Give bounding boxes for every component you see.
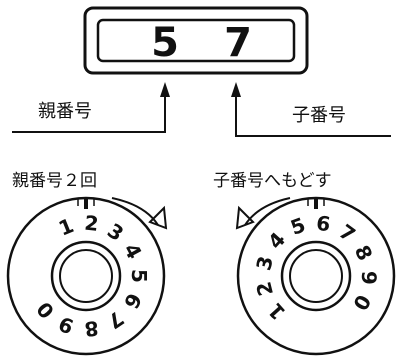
child-number-pointer [231,82,391,137]
dial-number-8: 8 [83,316,99,341]
up-arrow-icon [160,82,170,97]
dial-number-6: 6 [315,211,332,237]
display-digit-right: 7 [224,20,252,66]
dial-number-0: 0 [32,297,59,323]
curved-arrow-icon [235,197,291,230]
dial-number-4: 4 [119,239,147,263]
dial-number-2: 2 [251,279,278,298]
dial-number-5: 5 [287,213,308,240]
child-number-label: 子番号 [292,105,346,126]
number-display: 5 7 [83,6,309,75]
parent-number-pointer [12,82,170,133]
dial-number-9: 9 [357,270,381,285]
left-instruction: 親番号２回 [12,171,97,191]
parent-number-label: 親番号 [38,101,92,122]
dial-number-4: 4 [263,227,290,253]
dial-number-7: 7 [335,219,360,247]
dial-number-8: 8 [350,241,378,264]
curved-arrow-icon [111,197,168,230]
dial-number-6: 6 [119,289,147,313]
dial-number-1: 1 [263,298,290,324]
dial-number-5: 5 [127,269,151,283]
up-arrow-icon [231,82,241,97]
dial-number-7: 7 [103,306,128,334]
right-instruction: 子番号へもどす [213,171,332,191]
dial-number-3: 3 [251,254,278,273]
dial-number-0: 0 [348,290,376,314]
dial-number-2: 2 [83,211,99,236]
dial-number-1: 1 [55,213,77,240]
display-digit-left: 5 [151,20,179,66]
dial-number-9: 9 [55,311,77,338]
dial-number-3: 3 [103,218,128,246]
